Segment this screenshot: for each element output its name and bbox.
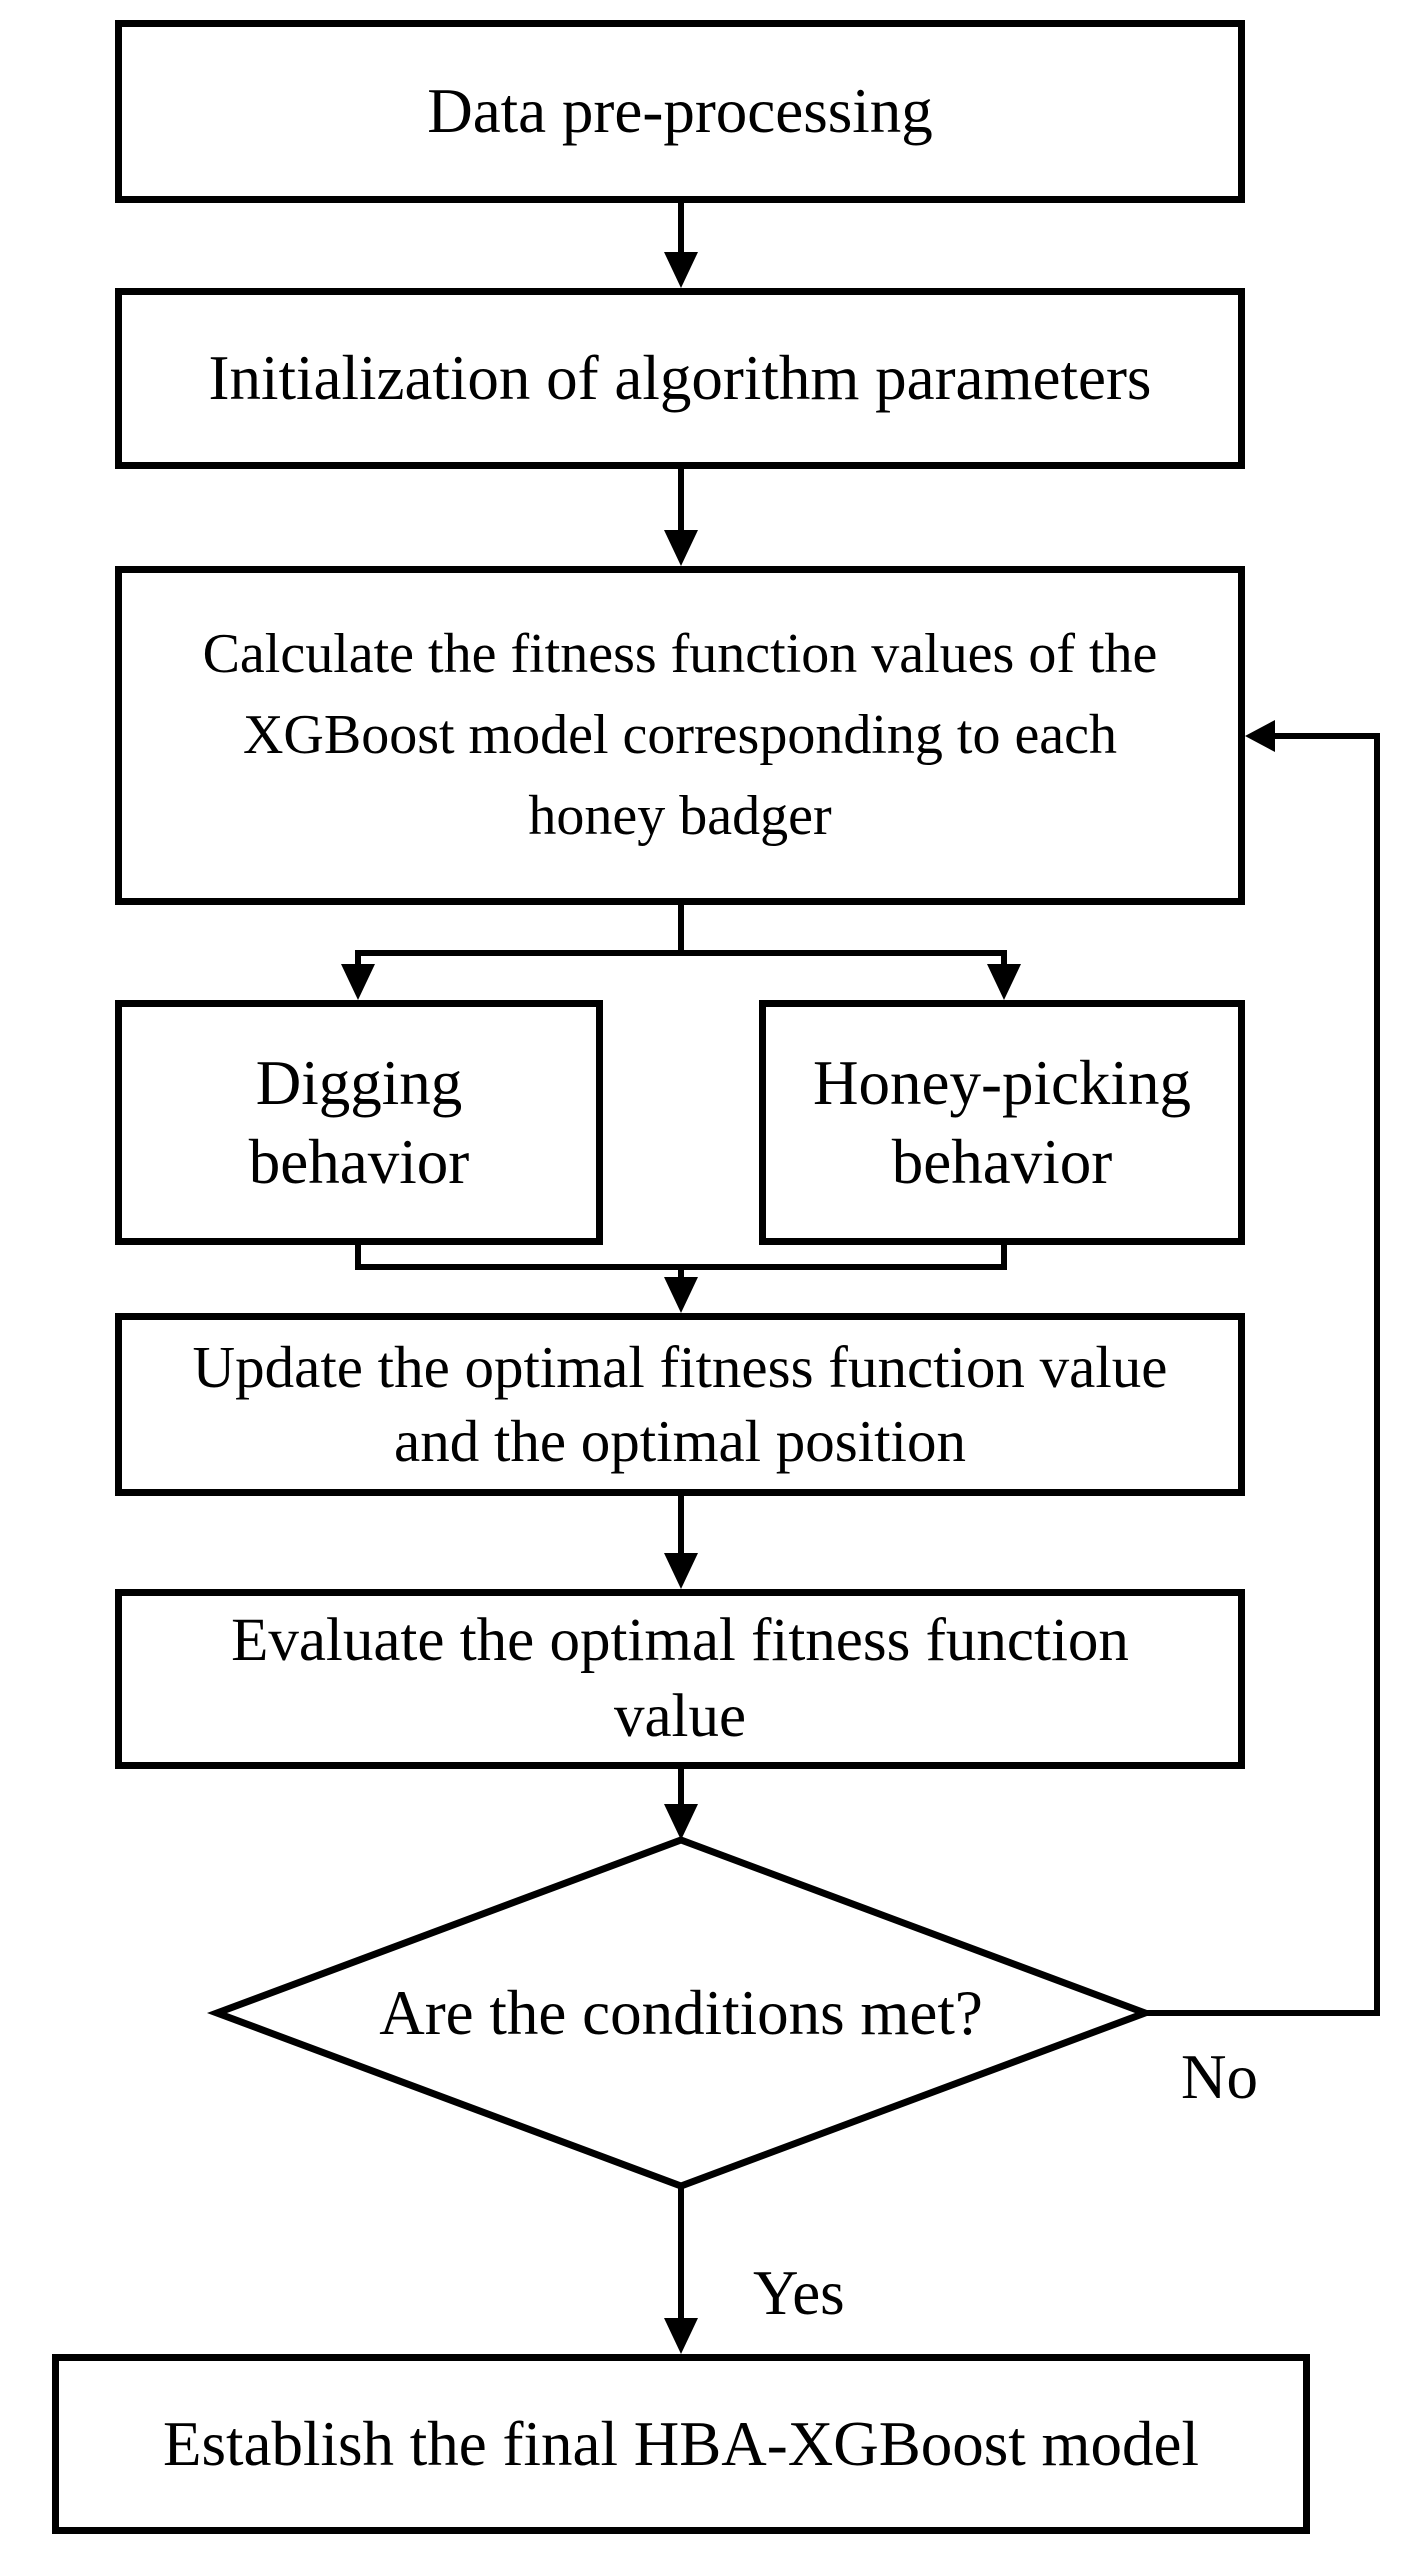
node-init-params-label: Initialization of algorithm parameters (208, 343, 1152, 414)
node-digging-label-line1: Digging (255, 1047, 463, 1118)
node-digging: Digging behavior (115, 1000, 603, 1245)
edge-label-yes: Yes (753, 2258, 845, 2328)
arrowhead-down-icon (664, 252, 698, 288)
node-update-optimal: Update the optimal fitness function valu… (115, 1313, 1245, 1496)
node-evaluate-label-line1: Evaluate the optimal fitness function (231, 1606, 1129, 1674)
arrowhead-down-icon (341, 964, 375, 1000)
arrowhead-down-icon (664, 1277, 698, 1313)
edge-merge-to-update (355, 1245, 1007, 1283)
node-calc-fitness-label-line3: honey badger (528, 785, 832, 848)
node-final-model: Establish the final HBA-XGBoost model (52, 2354, 1310, 2534)
node-init-params: Initialization of algorithm parameters (115, 288, 1245, 469)
node-calc-fitness: Calculate the fitness function values of… (115, 566, 1245, 905)
edge-calc-split (355, 905, 1007, 966)
edge-no-feedback-loop (1145, 733, 1380, 2016)
arrowhead-down-icon (987, 964, 1021, 1000)
node-calc-fitness-label-line1: Calculate the fitness function values of… (202, 622, 1158, 685)
node-calc-fitness-label-line2: XGBoost model corresponding to each (242, 703, 1118, 766)
node-evaluate: Evaluate the optimal fitness function va… (115, 1589, 1245, 1769)
arrowhead-left-icon (1245, 720, 1275, 752)
arrowhead-down-icon (664, 2318, 698, 2354)
node-digging-label-line2: behavior (248, 1126, 470, 1197)
node-honey-picking: Honey-picking behavior (759, 1000, 1245, 1245)
edge-label-no: No (1181, 2042, 1258, 2112)
node-preprocess-label: Data pre-processing (427, 76, 933, 147)
node-honey-picking-label-line1: Honey-picking (813, 1047, 1191, 1118)
node-decision-label: Are the conditions met? (379, 1977, 983, 2048)
node-evaluate-label-line2: value (613, 1683, 747, 1750)
node-update-optimal-label-line1: Update the optimal fitness function valu… (192, 1333, 1168, 1400)
arrowhead-down-icon (664, 530, 698, 566)
node-final-model-label: Establish the final HBA-XGBoost model (163, 2408, 1199, 2479)
node-update-optimal-label-line2: and the optimal position (394, 1407, 966, 1474)
node-preprocess: Data pre-processing (115, 20, 1245, 203)
node-honey-picking-label-line2: behavior (891, 1126, 1113, 1197)
arrowhead-down-icon (664, 1553, 698, 1589)
arrowhead-down-icon (664, 1804, 698, 1840)
